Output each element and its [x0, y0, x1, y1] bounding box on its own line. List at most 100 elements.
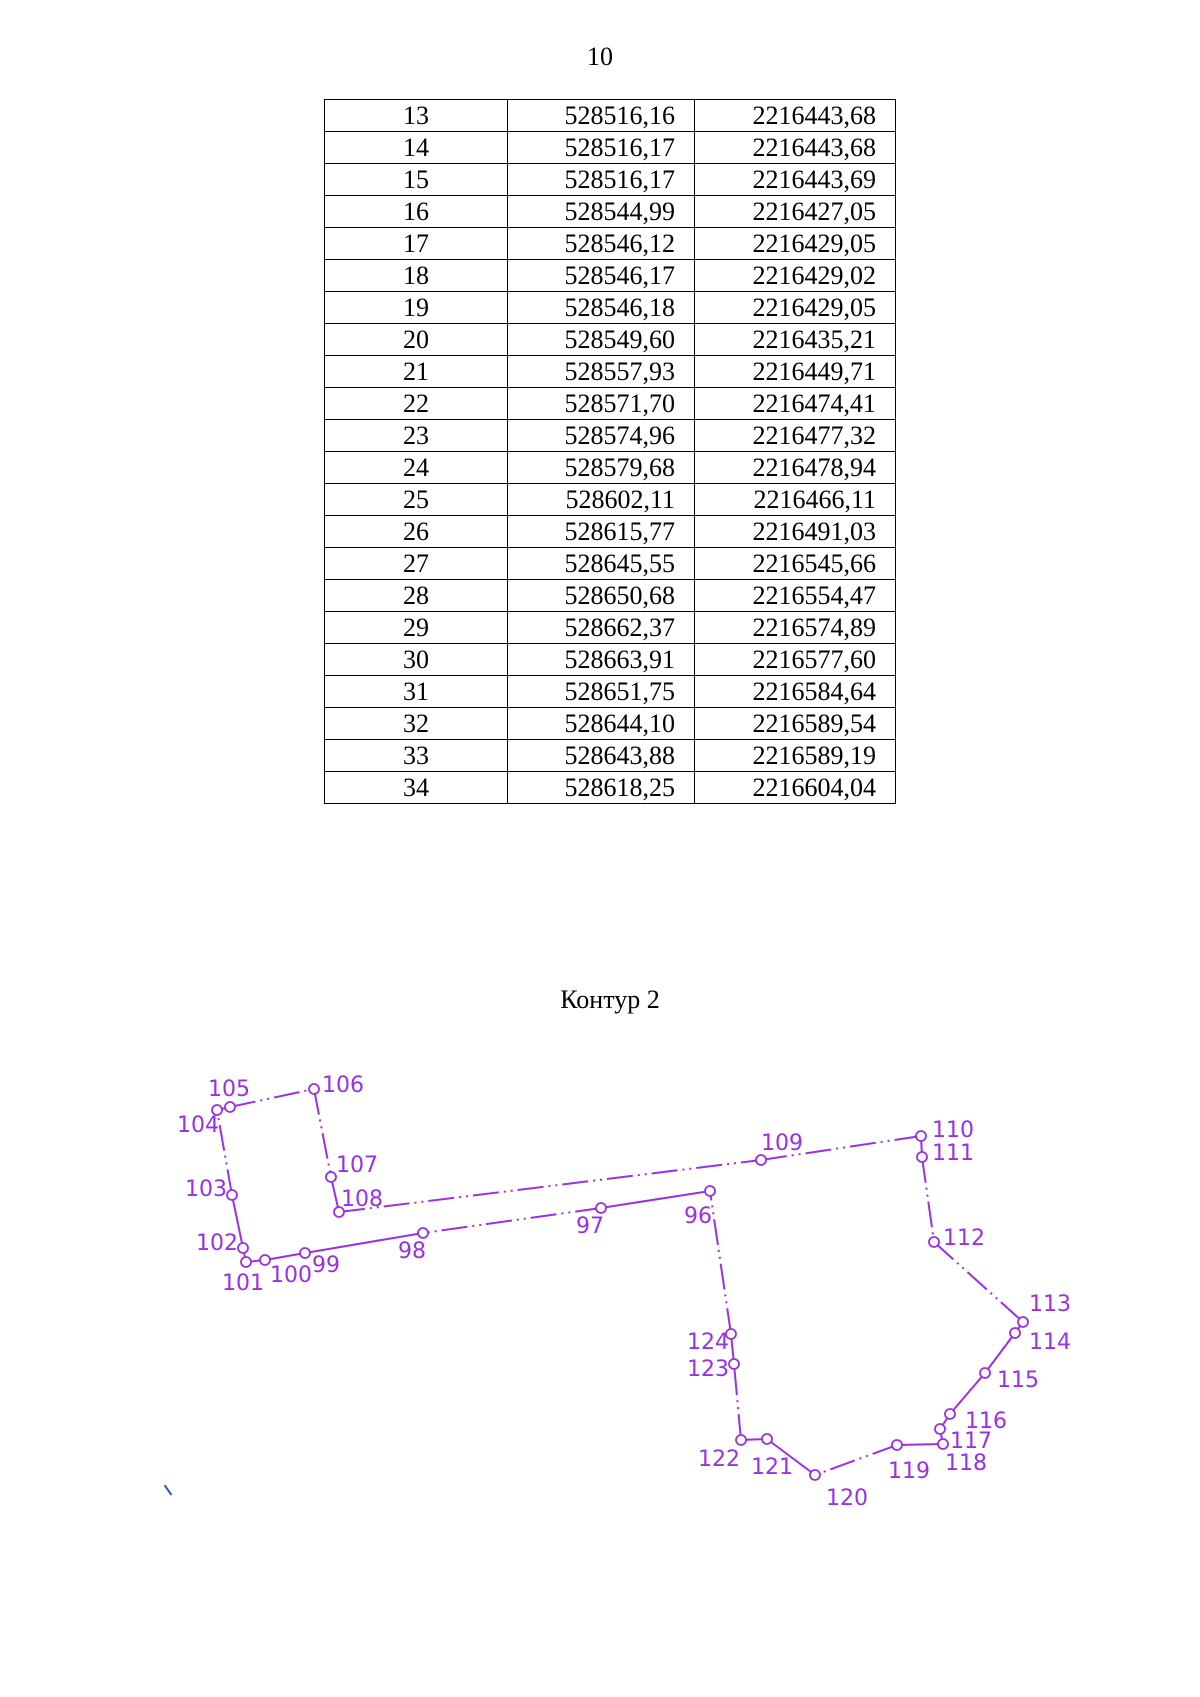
point-number-cell: 14	[324, 131, 508, 164]
y-coordinate-cell: 2216577,60	[694, 643, 896, 676]
x-coordinate-cell: 528645,55	[507, 547, 695, 580]
point-number-cell: 25	[324, 483, 508, 516]
point-label-124: 124	[687, 1330, 729, 1355]
point-marker-112	[928, 1236, 940, 1248]
point-label-123: 123	[687, 1357, 729, 1382]
y-coordinate-cell: 2216589,19	[694, 739, 896, 772]
point-label-119: 119	[888, 1459, 930, 1484]
point-marker-105	[224, 1101, 236, 1113]
point-label-121: 121	[751, 1455, 793, 1480]
point-label-98: 98	[398, 1239, 426, 1264]
point-marker-108	[333, 1206, 345, 1218]
point-number-cell: 30	[324, 643, 508, 676]
y-coordinate-cell: 2216443,69	[694, 163, 896, 196]
point-marker-107	[325, 1171, 337, 1183]
y-coordinate-cell: 2216574,89	[694, 611, 896, 644]
point-label-117: 117	[950, 1429, 992, 1454]
point-number-cell: 24	[324, 451, 508, 484]
boundary-segment-106-107	[313, 1088, 332, 1178]
point-marker-98	[417, 1227, 429, 1239]
boundary-segment-98-99	[304, 1232, 424, 1254]
point-label-114: 114	[1029, 1330, 1071, 1355]
point-label-110: 110	[932, 1118, 974, 1143]
boundary-segment-108-109	[338, 1159, 762, 1213]
point-label-97: 97	[576, 1214, 604, 1239]
x-coordinate-cell: 528643,88	[507, 739, 695, 772]
point-label-111: 111	[932, 1141, 974, 1166]
boundary-segment-97-98	[422, 1207, 602, 1234]
point-number-cell: 33	[324, 739, 508, 772]
boundary-segment-120-121	[766, 1438, 816, 1476]
boundary-segment-99-100	[264, 1252, 306, 1261]
point-number-cell: 31	[324, 675, 508, 708]
plan-points	[211, 1083, 1029, 1481]
y-coordinate-cell: 2216443,68	[694, 131, 896, 164]
point-marker-113	[1017, 1316, 1029, 1328]
x-coordinate-cell: 528651,75	[507, 675, 695, 708]
point-marker-114	[1009, 1327, 1021, 1339]
boundary-segment-119-120	[814, 1444, 898, 1476]
point-marker-102	[237, 1242, 249, 1254]
point-number-cell: 13	[324, 99, 508, 132]
point-marker-104	[211, 1104, 223, 1116]
x-coordinate-cell: 528618,25	[507, 771, 695, 804]
point-label-118: 118	[945, 1451, 987, 1476]
point-label-107: 107	[336, 1153, 378, 1178]
x-coordinate-cell: 528615,77	[507, 515, 695, 548]
point-marker-96	[704, 1185, 716, 1197]
page-number: 10	[587, 42, 613, 71]
y-coordinate-cell: 2216478,94	[694, 451, 896, 484]
point-label-115: 115	[997, 1368, 1039, 1393]
point-marker-106	[308, 1083, 320, 1095]
x-coordinate-cell: 528650,68	[507, 579, 695, 612]
point-marker-120	[809, 1469, 821, 1481]
point-marker-101	[240, 1256, 252, 1268]
plan-boundary-lines	[216, 1088, 1024, 1476]
point-label-100: 100	[270, 1263, 312, 1288]
boundary-segment-107-108	[330, 1176, 340, 1213]
point-label-101: 101	[222, 1271, 264, 1296]
y-coordinate-cell: 2216449,71	[694, 355, 896, 388]
x-coordinate-cell: 528571,70	[507, 387, 695, 420]
x-coordinate-cell: 528516,16	[507, 99, 695, 132]
point-number-cell: 26	[324, 515, 508, 548]
boundary-segment-102-103	[231, 1194, 244, 1249]
point-label-120: 120	[826, 1486, 868, 1511]
point-number-cell: 34	[324, 771, 508, 804]
point-number-cell: 22	[324, 387, 508, 420]
y-coordinate-cell: 2216443,68	[694, 99, 896, 132]
point-label-108: 108	[341, 1187, 383, 1212]
x-coordinate-cell: 528546,17	[507, 259, 695, 292]
point-label-106: 106	[322, 1073, 364, 1098]
x-coordinate-cell: 528602,11	[507, 483, 695, 516]
y-coordinate-cell: 2216429,05	[694, 291, 896, 324]
point-number-cell: 20	[324, 323, 508, 356]
point-marker-100	[259, 1254, 271, 1266]
point-marker-111	[916, 1151, 928, 1163]
y-coordinate-cell: 2216435,21	[694, 323, 896, 356]
y-coordinate-cell: 2216589,54	[694, 707, 896, 740]
point-number-cell: 23	[324, 419, 508, 452]
x-coordinate-cell: 528544,99	[507, 195, 695, 228]
point-number-cell: 16	[324, 195, 508, 228]
x-coordinate-cell: 528574,96	[507, 419, 695, 452]
point-number-cell: 21	[324, 355, 508, 388]
point-label-99: 99	[312, 1253, 340, 1278]
point-number-cell: 15	[324, 163, 508, 196]
y-coordinate-cell: 2216466,11	[694, 483, 896, 516]
point-marker-117	[934, 1423, 946, 1435]
